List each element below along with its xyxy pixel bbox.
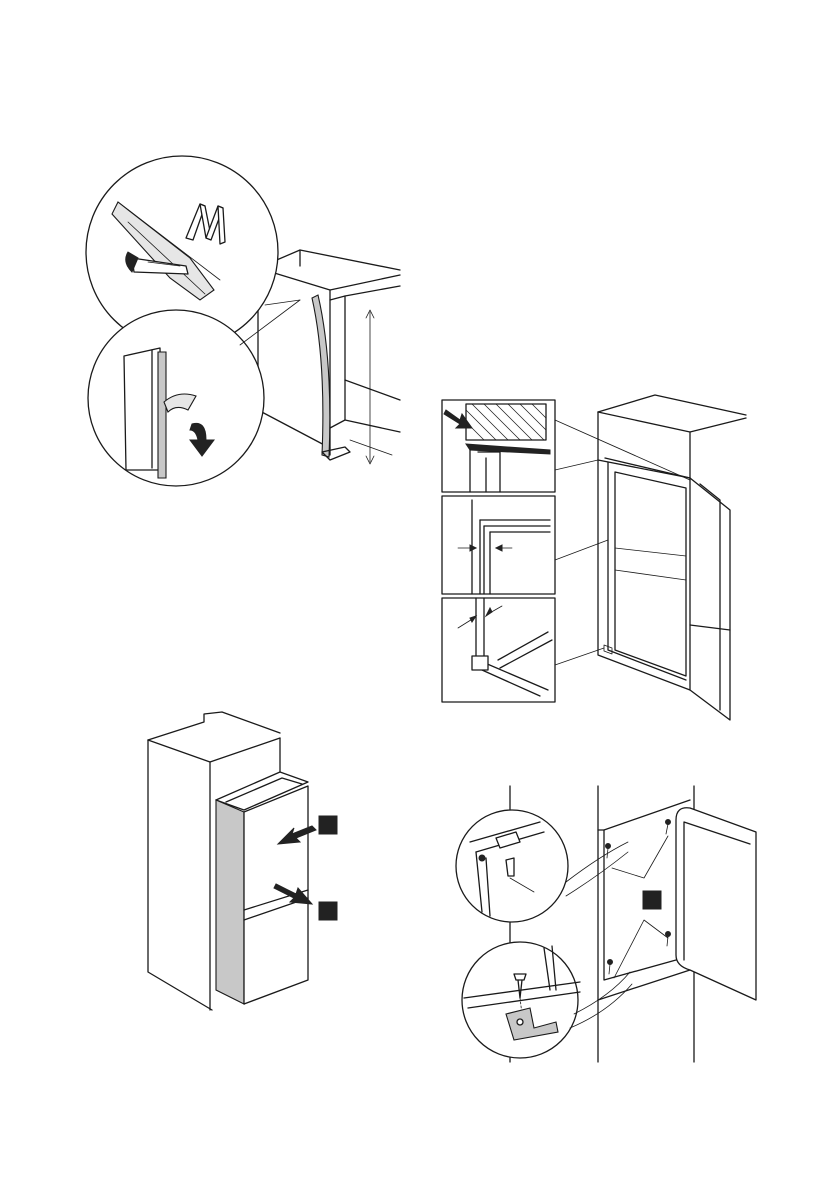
side-seal-panel xyxy=(216,800,244,1004)
callout-marker-1 xyxy=(319,816,337,834)
callout-marker-2 xyxy=(319,902,337,920)
seal-strip xyxy=(312,295,330,457)
figure-2-door-alignment xyxy=(442,395,746,720)
figure-3-push-appliance xyxy=(148,712,337,1010)
callout-marker-3 xyxy=(643,891,661,909)
detail-box-side-gap xyxy=(442,496,555,594)
figure-4-fixing-screws xyxy=(456,786,756,1062)
figure-1-seal-strip xyxy=(86,156,400,486)
